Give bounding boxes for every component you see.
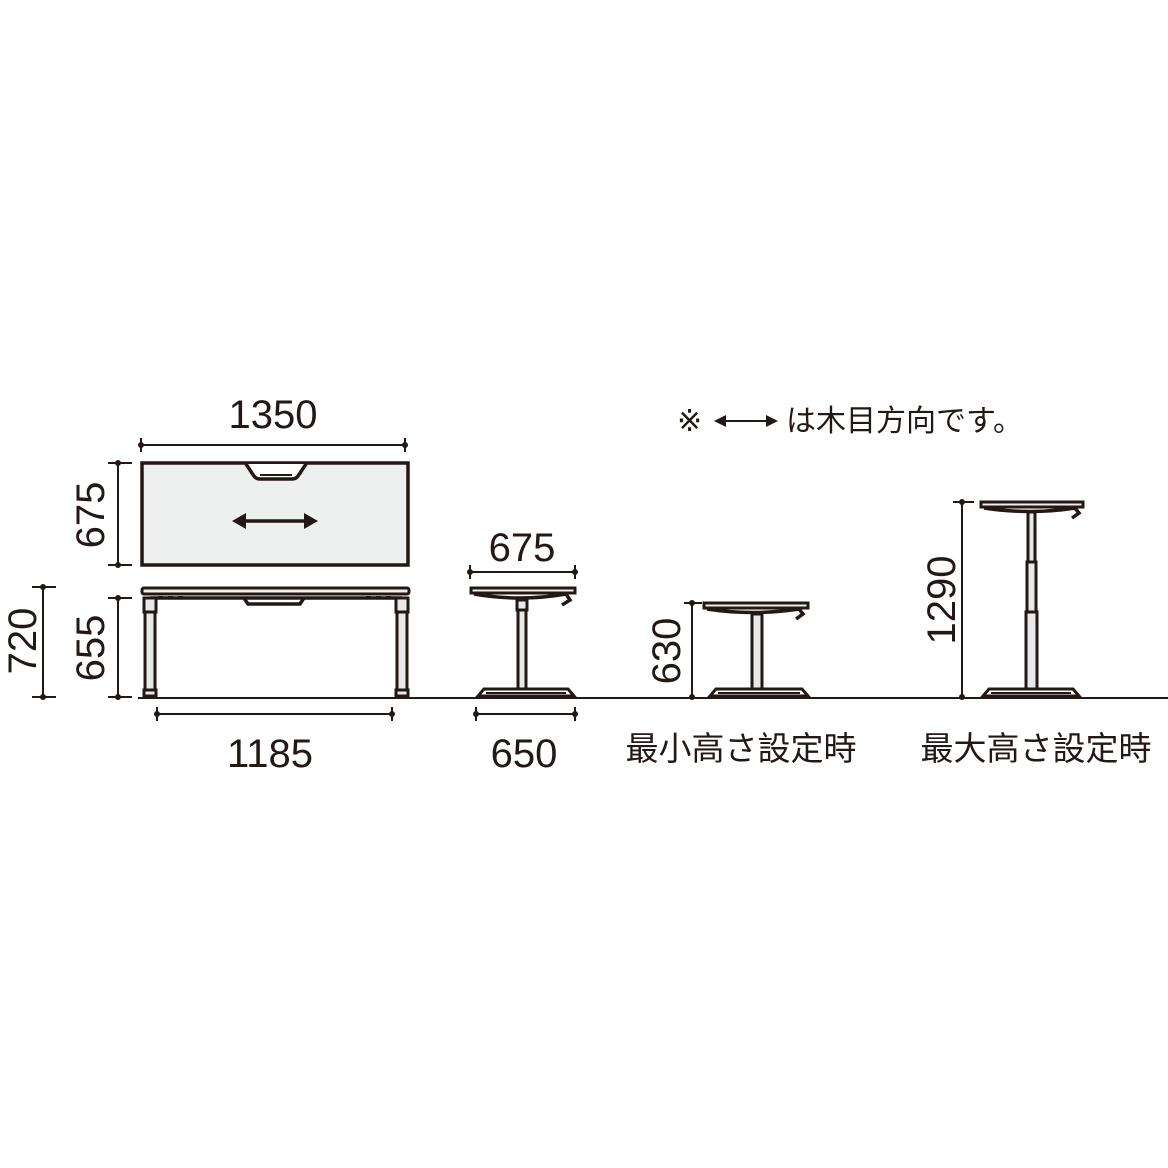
side-top-depth-dimension-line	[467, 565, 578, 579]
max-column	[1024, 510, 1039, 692]
min-table-top	[702, 601, 810, 621]
front-leg-height-dimension-line	[108, 595, 132, 700]
front-left-leg	[142, 596, 158, 698]
min-height-label: 630	[645, 618, 689, 685]
front-total-height-dimension-line	[32, 584, 56, 700]
side-top-depth-label: 675	[489, 526, 556, 570]
min-base	[706, 687, 812, 698]
plan-depth-label: 675	[69, 482, 113, 549]
front-cable-tray	[242, 597, 306, 606]
side-column	[515, 598, 529, 692]
front-leg-span-dimension-line	[154, 707, 395, 721]
front-total-height-label: 720	[1, 608, 45, 675]
plan-depth-dimension-line	[108, 460, 132, 568]
max-height-caption: 最大高さ設定時	[921, 729, 1152, 768]
side-view: 675 650	[467, 526, 578, 776]
cable-grommet-icon	[244, 463, 308, 481]
min-height-view: 630 最小高さ設定時	[626, 600, 857, 768]
grain-direction-note: ※ は木目方向です。	[677, 404, 1023, 439]
side-base-width-label: 650	[491, 732, 558, 776]
front-view: 720 655	[1, 584, 411, 776]
max-height-view: 1290 最大高さ設定時	[920, 499, 1152, 768]
side-base-width-dimension-line	[473, 707, 578, 721]
front-frame-slots	[158, 596, 391, 599]
plan-view: 1350 675	[69, 393, 410, 568]
grain-arrow-icon	[714, 415, 778, 427]
side-base	[474, 687, 578, 698]
note-symbol: ※	[677, 404, 702, 439]
front-right-leg	[394, 596, 410, 698]
min-column	[750, 612, 764, 692]
side-table-top	[469, 586, 577, 607]
plan-width-label: 1350	[229, 393, 318, 437]
front-leg-height-label: 655	[69, 615, 113, 682]
max-table-top	[979, 500, 1085, 520]
grain-arrow-icon	[232, 513, 318, 529]
front-leg-span-label: 1185	[227, 732, 313, 776]
plan-width-dimension-line	[138, 438, 408, 452]
max-height-label: 1290	[920, 556, 964, 645]
max-height-dimension-line	[953, 499, 974, 700]
min-height-caption: 最小高さ設定時	[626, 729, 857, 768]
note-text: は木目方向です。	[786, 404, 1023, 439]
min-height-dimension-line	[684, 600, 702, 700]
max-base	[979, 687, 1083, 698]
front-table-top	[140, 586, 411, 596]
